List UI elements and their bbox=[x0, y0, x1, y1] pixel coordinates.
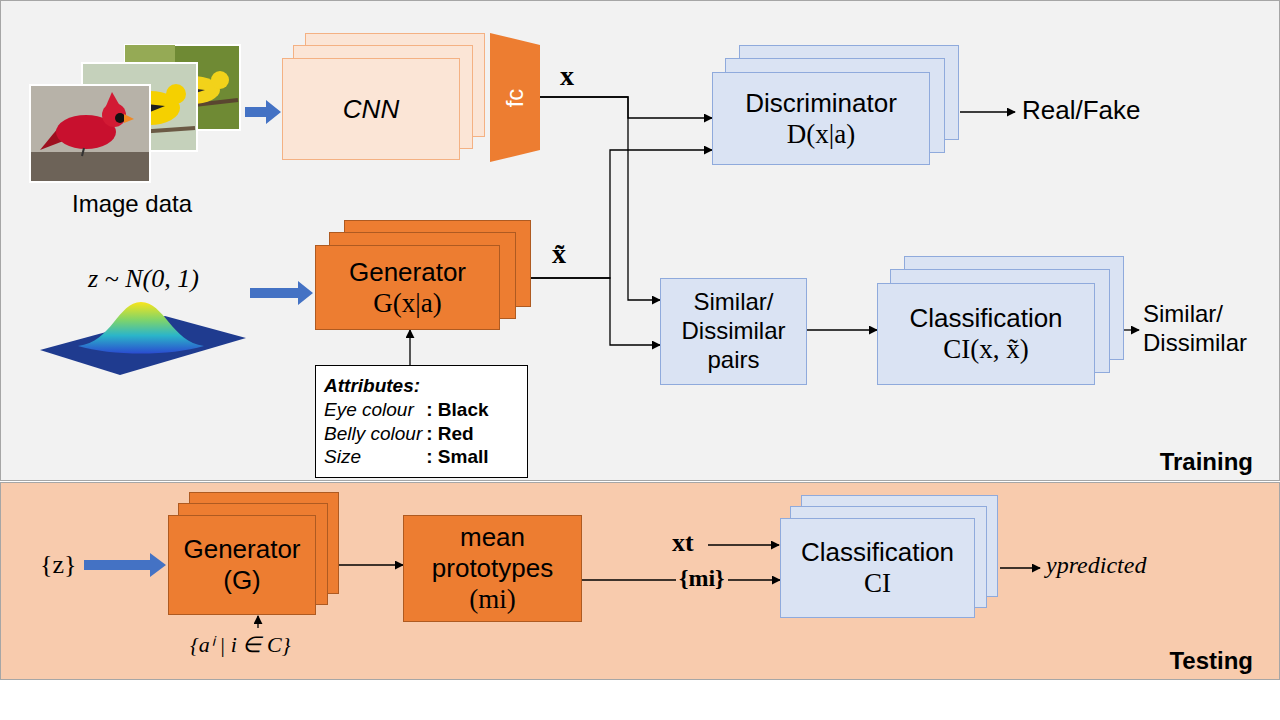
bird-head bbox=[166, 84, 186, 104]
output-arrow bbox=[1000, 567, 1040, 568]
node-text: Discriminator bbox=[745, 88, 897, 119]
prototype-box: mean prototypes(mi) bbox=[403, 515, 582, 622]
attribute-box: Attributes:Eye colour : BlackBelly colour… bbox=[315, 365, 528, 478]
node-text: CNN bbox=[343, 94, 399, 125]
edge-label: {mi} bbox=[676, 565, 728, 592]
gaussian-plot bbox=[40, 302, 246, 375]
output-label: Similar/ Dissimilar bbox=[1143, 300, 1277, 358]
bird-head bbox=[102, 103, 126, 127]
node-text: CI(x, x̃) bbox=[943, 334, 1028, 365]
bird-crest bbox=[106, 92, 120, 106]
connector bbox=[540, 97, 660, 300]
classifier-box: ClassificationCI(x, x̃) bbox=[877, 283, 1095, 385]
node-text: Similar/ Dissimilar pairs bbox=[667, 288, 800, 374]
node-text: (G) bbox=[223, 565, 261, 596]
node-text: Generator bbox=[183, 534, 300, 565]
output-arrow bbox=[1123, 329, 1139, 330]
noise-arrow bbox=[84, 553, 166, 577]
distribution-label: z ~ N(0, 1) bbox=[88, 264, 199, 294]
connector bbox=[409, 330, 410, 365]
output-label: Real/Fake bbox=[1022, 95, 1141, 126]
attribute-label: {aⁱ | i ∈ C} bbox=[190, 628, 290, 658]
attribute-arrow bbox=[257, 616, 258, 628]
node-text: G(x|a) bbox=[373, 288, 441, 319]
classifier-box: ClassificationCI bbox=[780, 518, 975, 618]
fc-layer: fc bbox=[490, 33, 540, 162]
bird-beak bbox=[124, 114, 134, 123]
edge-label: x bbox=[560, 60, 574, 92]
cnn-box: CNN bbox=[282, 58, 460, 160]
node-text: Generator bbox=[349, 257, 466, 288]
generator-box: Generator(G) bbox=[168, 515, 316, 615]
bell-surface bbox=[78, 302, 204, 354]
generator-box: GeneratorG(x|a) bbox=[315, 245, 500, 330]
node-text: fc bbox=[501, 88, 529, 107]
prediction-label: ypredicted bbox=[1046, 552, 1146, 579]
input-arrow bbox=[245, 100, 281, 124]
output-arrow bbox=[960, 111, 1015, 112]
node-text: : Red bbox=[426, 422, 474, 446]
node-text: : Black bbox=[426, 398, 488, 422]
bird-photo-front bbox=[30, 85, 150, 182]
pairs-box: Similar/ Dissimilar pairs bbox=[660, 278, 807, 385]
node-text: Classification bbox=[909, 303, 1062, 334]
connector bbox=[316, 564, 403, 565]
wooden-post bbox=[31, 152, 149, 181]
input-label: {z} bbox=[40, 550, 77, 580]
node-text: Eye colour bbox=[324, 398, 414, 422]
noise-arrow bbox=[250, 281, 313, 305]
node-text: Training bbox=[1160, 448, 1253, 476]
node-text: Size bbox=[324, 445, 361, 469]
feature-label: xt bbox=[672, 528, 694, 558]
connector bbox=[500, 150, 712, 278]
caption: Image data bbox=[72, 190, 192, 218]
discriminator-box: DiscriminatorD(x|a) bbox=[712, 72, 930, 165]
bird-leg bbox=[82, 148, 84, 156]
connector bbox=[807, 329, 877, 330]
node-text: Attributes: bbox=[324, 374, 420, 398]
input-arrow bbox=[708, 544, 779, 545]
bird-head bbox=[211, 71, 229, 89]
node-text: D(x|a) bbox=[787, 119, 855, 150]
node-text: Testing bbox=[1169, 647, 1253, 675]
photo-frame bbox=[30, 85, 150, 182]
edge-label: x̃ bbox=[552, 238, 566, 270]
node-text: CI bbox=[864, 568, 891, 599]
node-text: Classification bbox=[801, 537, 954, 568]
node-text: (mi) bbox=[469, 584, 516, 615]
bird-mask bbox=[115, 113, 125, 123]
node-text: Belly colour bbox=[324, 422, 422, 446]
connector bbox=[540, 97, 712, 118]
node-text: mean prototypes bbox=[410, 522, 575, 584]
connector bbox=[500, 278, 660, 345]
node-text: : Small bbox=[426, 445, 488, 469]
